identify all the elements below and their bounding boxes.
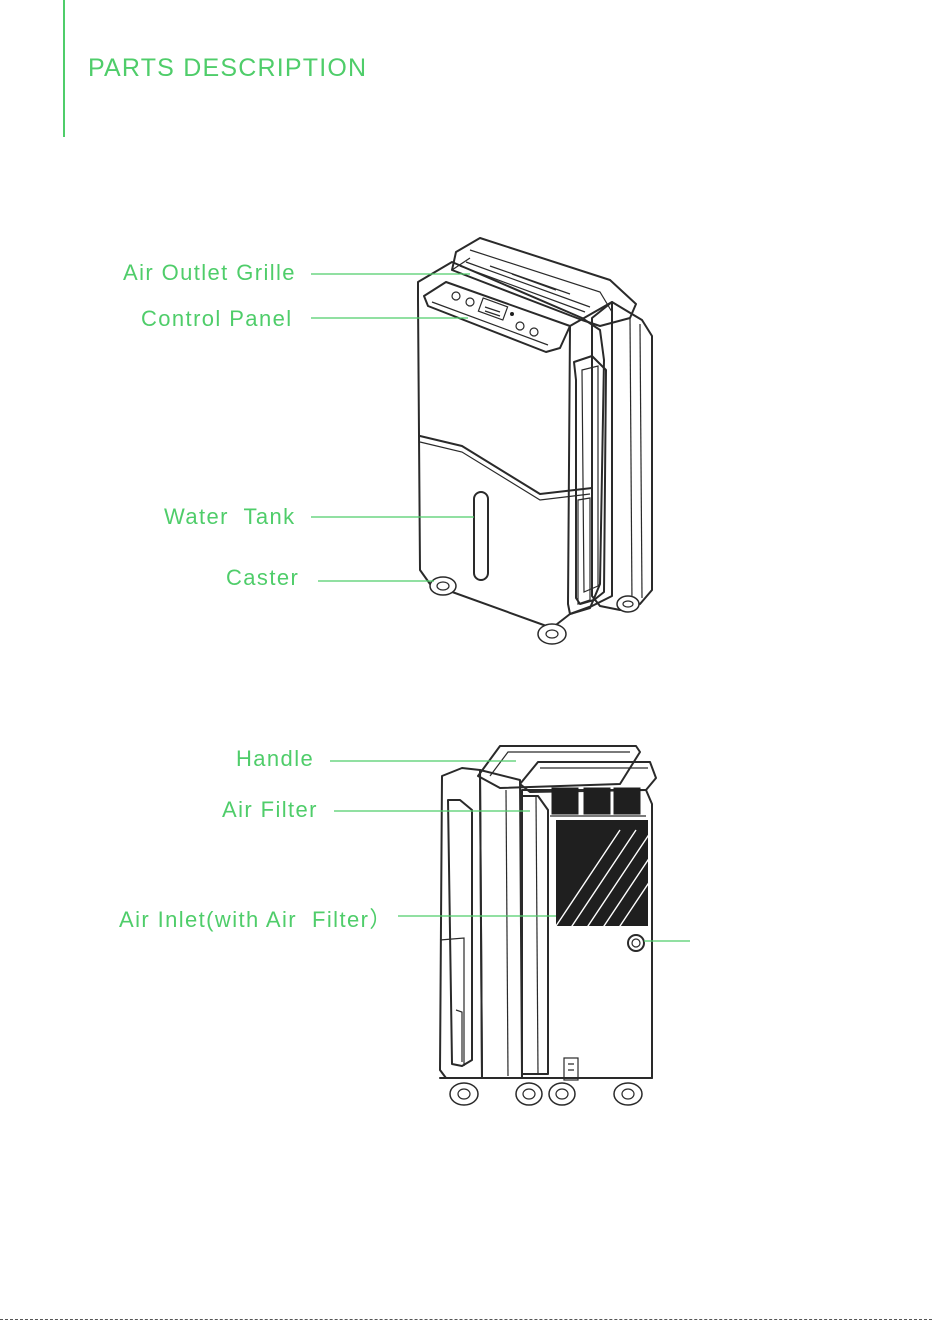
- rear-side-handle-recess: [448, 800, 472, 1066]
- drain-outlet: [628, 935, 644, 951]
- power-socket: [564, 1058, 578, 1080]
- rear-left-panel: [440, 768, 482, 1078]
- control-panel: [424, 282, 570, 352]
- air-inlet-grille: [540, 820, 684, 950]
- front-casters: [430, 577, 639, 644]
- water-tank-window: [474, 492, 488, 580]
- air-outlet-grille: [460, 262, 590, 312]
- front-top-tray: [452, 238, 636, 326]
- front-view-unit: [418, 238, 652, 644]
- rear-casters: [450, 1083, 642, 1105]
- footer-dashed-rule: [0, 1319, 932, 1320]
- air-filter: [550, 788, 646, 816]
- rear-view-unit: [440, 746, 684, 1105]
